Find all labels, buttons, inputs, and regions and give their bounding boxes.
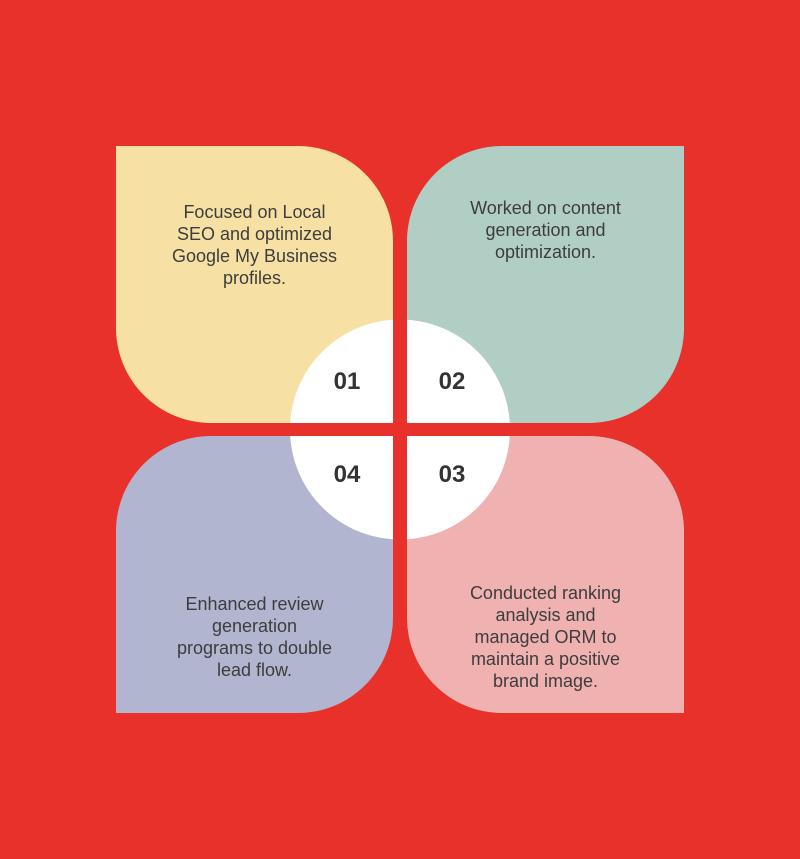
petal-03-text: Conducted ranking analysis and managed O… bbox=[469, 582, 622, 691]
petal-01: Focused on Local SEO and optimized Googl… bbox=[116, 146, 393, 423]
petal-04-text: Enhanced review generation programs to d… bbox=[176, 593, 333, 680]
number-01: 01 bbox=[333, 368, 361, 395]
horizontal-divider bbox=[270, 423, 530, 436]
vertical-divider bbox=[393, 300, 407, 560]
petal-01-text: Focused on Local SEO and optimized Googl… bbox=[171, 201, 338, 288]
number-03: 03 bbox=[438, 461, 466, 488]
petal-02-text: Worked on content generation and optimiz… bbox=[470, 197, 621, 262]
number-04: 04 bbox=[333, 461, 361, 488]
number-02: 02 bbox=[438, 368, 466, 395]
